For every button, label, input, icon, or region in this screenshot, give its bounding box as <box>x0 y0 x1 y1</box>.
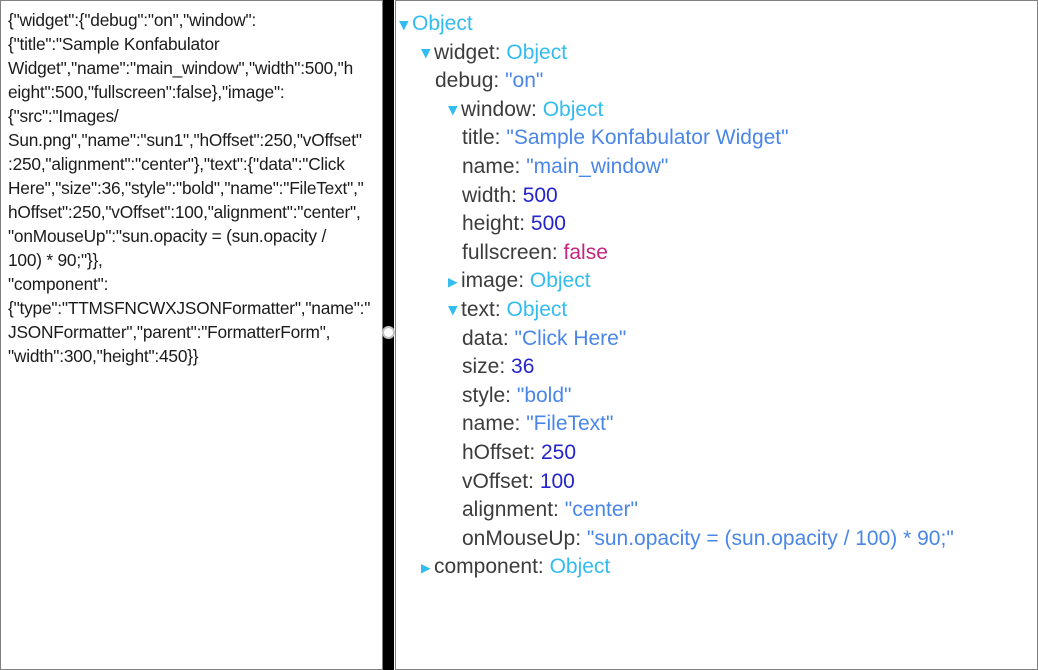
tree-leaf-alignment[interactable]: alignment: "center" <box>399 496 1037 525</box>
tree-key: text: <box>461 297 507 321</box>
editor-line: 100) * 90;"}}, <box>8 250 103 270</box>
tree-leaf-onMouseUp[interactable]: onMouseUp: "sun.opacity = (sun.opacity /… <box>399 525 1037 554</box>
editor-line: eight":500,"fullscreen":false},"image": <box>8 82 285 102</box>
editor-line: "component": <box>8 274 109 294</box>
editor-line: Widget","name":"main_window","width":500… <box>8 58 353 78</box>
editor-line: "onMouseUp":"sun.opacity = (sun.opacity … <box>8 226 327 246</box>
collapse-icon[interactable]: ▼ <box>399 16 409 32</box>
tree-key: alignment: <box>462 498 565 522</box>
editor-line: {"src":"Images/ <box>8 106 119 126</box>
tree-leaf-fullscreen[interactable]: fullscreen: false <box>399 239 1037 268</box>
tree-string-value: "sun.opacity = (sun.opacity / 100) * 90;… <box>586 526 954 550</box>
tree-key: hOffset: <box>462 440 541 464</box>
tree-object-type: Object <box>542 97 604 121</box>
tree-leaf-size[interactable]: size: 36 <box>399 353 1037 382</box>
tree-key: height: <box>462 212 531 236</box>
tree-string-value: "center" <box>564 498 639 522</box>
tree-node-text[interactable]: ▼text: Object <box>399 296 1037 325</box>
tree-leaf-name[interactable]: name: "main_window" <box>399 153 1037 182</box>
tree-object-type: Object <box>412 12 473 35</box>
tree-key: vOffset: <box>462 469 540 493</box>
tree-key: onMouseUp: <box>462 526 587 550</box>
expand-icon[interactable]: ▶ <box>421 559 431 575</box>
tree-number-value: 36 <box>511 355 535 379</box>
tree-key: name: <box>462 412 527 436</box>
tree-node-image[interactable]: ▶image: Object <box>399 267 1037 296</box>
tree-boolean-value: false <box>563 240 608 264</box>
tree-string-value: "FileText" <box>526 412 614 436</box>
tree-number-value: 500 <box>522 183 558 207</box>
tree-leaf-style[interactable]: style: "bold" <box>399 382 1037 411</box>
tree-key: name: <box>462 154 527 178</box>
tree-object-type: Object <box>549 555 611 579</box>
tree-object-type: Object <box>506 40 568 64</box>
tree-node-component[interactable]: ▶component: Object <box>399 553 1037 582</box>
tree-leaf-width[interactable]: width: 500 <box>399 182 1037 211</box>
tree-number-value: 100 <box>539 469 575 493</box>
editor-line: Here","size":36,"style":"bold","name":"F… <box>8 178 364 198</box>
tree-key: debug: <box>435 69 506 93</box>
tree-key: window: <box>461 97 543 121</box>
collapse-icon[interactable]: ▼ <box>448 102 458 118</box>
json-source-editor[interactable]: {"widget":{"debug":"on","window": {"title… <box>0 0 383 670</box>
tree-key: fullscreen: <box>462 240 564 264</box>
tree-leaf-title[interactable]: title: "Sample Konfabulator Widget" <box>399 124 1037 153</box>
tree-leaf-hOffset[interactable]: hOffset: 250 <box>399 439 1037 468</box>
tree-node-root[interactable]: ▼Object <box>399 10 1037 39</box>
editor-line: Sun.png","name":"sun1","hOffset":250,"vO… <box>8 130 362 150</box>
tree-leaf-debug[interactable]: debug: "on" <box>399 67 1037 96</box>
tree-object-type: Object <box>529 269 591 293</box>
editor-line: {"type":"TTMSFNCWXJSONFormatter","name":… <box>8 298 371 318</box>
editor-line: hOffset":250,"vOffset":100,"alignment":"… <box>8 202 361 222</box>
tree-key: size: <box>462 355 512 379</box>
editor-line: "width":300,"height":450}} <box>8 346 199 366</box>
tree-leaf-vOffset[interactable]: vOffset: 100 <box>399 468 1037 497</box>
tree-leaf-height[interactable]: height: 500 <box>399 210 1037 239</box>
tree-key: image: <box>461 269 530 293</box>
tree-string-value: "Sample Konfabulator Widget" <box>506 126 789 150</box>
tree-number-value: 250 <box>541 440 577 464</box>
tree-leaf-data[interactable]: data: "Click Here" <box>399 325 1037 354</box>
tree-leaf-name[interactable]: name: "FileText" <box>399 410 1037 439</box>
tree-string-value: "bold" <box>516 383 572 407</box>
expand-icon[interactable]: ▶ <box>448 273 458 289</box>
tree-number-value: 500 <box>530 212 566 236</box>
tree-node-widget[interactable]: ▼widget: Object <box>399 39 1037 68</box>
tree-key: component: <box>434 555 550 579</box>
editor-line: {"title":"Sample Konfabulator <box>8 34 220 54</box>
tree-key: style: <box>462 383 517 407</box>
tree-key: data: <box>462 326 515 350</box>
tree-key: width: <box>462 183 523 207</box>
collapse-icon[interactable]: ▼ <box>448 302 458 318</box>
editor-line: JSONFormatter","parent":"FormatterForm", <box>8 322 331 342</box>
tree-string-value: "Click Here" <box>514 326 627 350</box>
splitter-grip-icon[interactable] <box>382 326 395 339</box>
tree-object-type: Object <box>506 297 568 321</box>
tree-string-value: "main_window" <box>526 154 669 178</box>
tree-key: title: <box>462 126 507 150</box>
splitter[interactable] <box>382 0 395 670</box>
tree-string-value: "on" <box>505 69 544 93</box>
editor-line: {"widget":{"debug":"on","window": <box>8 10 257 30</box>
tree-key: widget: <box>434 40 507 64</box>
tree-node-window[interactable]: ▼window: Object <box>399 96 1037 125</box>
editor-line: :250,"alignment":"center"},"text":{"data… <box>8 154 345 174</box>
collapse-icon[interactable]: ▼ <box>421 45 431 61</box>
